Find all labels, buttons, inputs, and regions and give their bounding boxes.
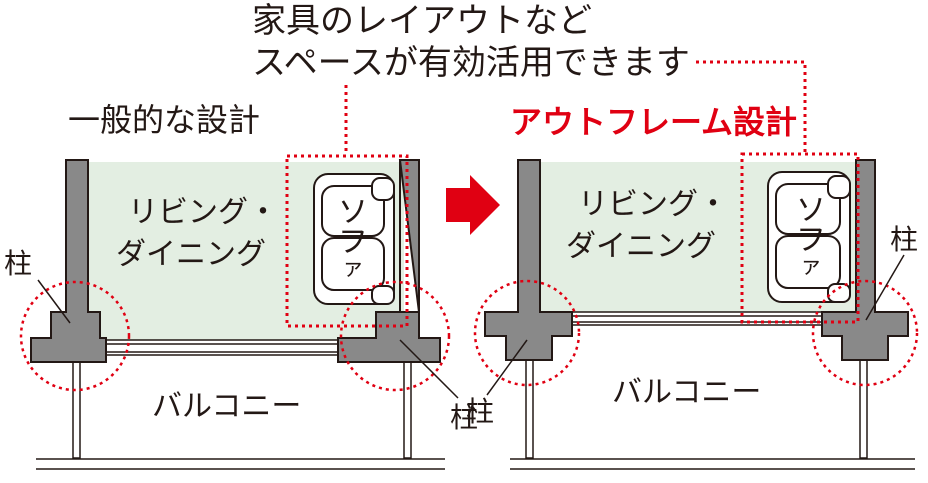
right-room-label-line-2: ダイニング [566,229,716,264]
left-railing-top [105,339,347,345]
right-wall-pillar-right [821,159,909,361]
right-balcony-post-left [525,359,534,459]
left-floorplan [19,154,459,470]
left-sofa-highlight-box [285,154,409,328]
caption-connector-right [696,60,807,153]
left-balcony-post-left [72,361,81,459]
right-sofa-highlight-box [740,152,860,324]
left-railing-mid [105,351,347,356]
right-railing-top [571,311,823,317]
right-pillar-label-right: 柱 [890,223,919,256]
left-balcony-label: バルコニー [152,389,302,424]
left-pillar-circle-right [339,280,451,392]
right-pillar-pointer-right [865,254,905,321]
right-diagram-title: アウトフレーム設計 [510,103,798,141]
right-floorplan [473,152,919,470]
right-sofa-char-2: フ [796,223,826,258]
left-sofa-label: ソ フ ァ [338,198,368,280]
left-sofa-char-2: フ [338,225,368,260]
left-room-label-line-1: リビング・ [128,195,278,230]
left-pillar-label-left: 柱 [4,247,33,280]
transition-arrow [446,175,500,235]
left-pillar-pointer-right [399,339,459,399]
right-sofa-label: ソ フ ァ [796,196,826,278]
right-pillar-circle-left [473,279,581,387]
right-pillar-circle-right [811,279,919,387]
left-room-label-line-2: ダイニング [116,237,266,272]
left-pillar-pointer-left [37,279,71,324]
right-pillar-label-left: 柱 [466,395,495,428]
right-room-label-line-1: リビング・ [578,187,728,222]
right-sofa-char-3: ァ [799,254,822,279]
caption-line-1: 家具のレイアウトなど [252,1,592,41]
right-pillar-pointer-left [486,339,528,396]
left-diagram-title: 一般的な設計 [68,101,261,139]
left-balcony-post-right [403,361,412,459]
caption-line-2: スペースが有効活用できます [252,43,690,83]
left-pillar-circle-left [19,280,131,392]
left-pillar-label-right: 柱 [450,401,479,434]
left-sofa [313,173,395,305]
left-wall-pillar-right [337,159,441,363]
left-wall-pillar-left [30,159,107,363]
right-sofa [767,171,851,303]
left-sofa-char-3: ァ [341,256,364,281]
right-balcony-label: バルコニー [612,375,762,410]
left-sofa-char-1: ソ [338,195,368,230]
right-wall-pillar-left [484,159,573,361]
right-balcony-post-right [859,359,868,459]
right-sofa-char-1: ソ [796,193,826,228]
